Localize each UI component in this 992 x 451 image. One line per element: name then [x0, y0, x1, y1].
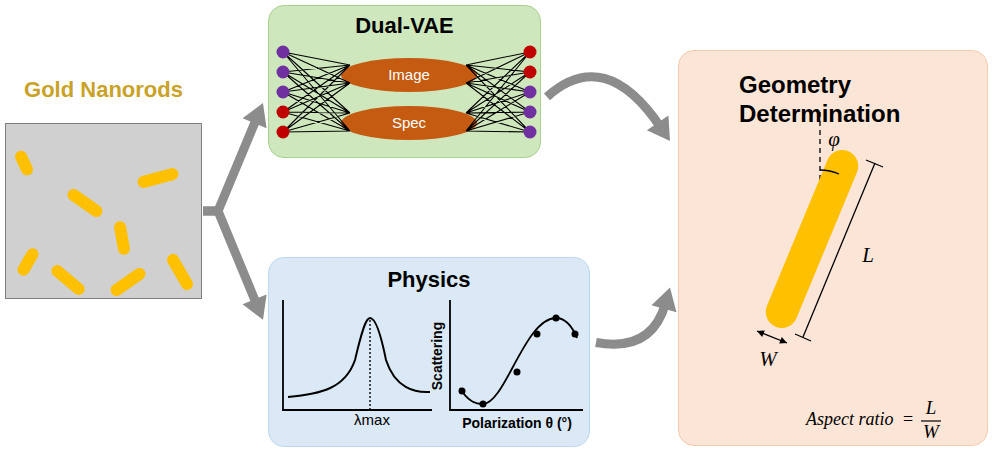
ellipse-shape: [341, 58, 477, 92]
arrow-shaft: [203, 211, 257, 304]
result-box: Geometry Determination: [678, 50, 988, 446]
formula-text: Aspect ratio: [806, 409, 894, 430]
output-neuron: [524, 66, 537, 79]
flow-arrow: [547, 77, 670, 141]
nanorod: [165, 252, 195, 293]
arrow-shaft: [547, 77, 661, 128]
data-point: [459, 388, 466, 395]
nanorod: [49, 263, 87, 298]
arrow-shaft: [596, 303, 665, 344]
axis-label: Scattering: [429, 322, 445, 390]
spectrum-axes: [283, 300, 432, 410]
arrow-head: [243, 103, 267, 128]
nanorod: [136, 167, 180, 189]
nanorod: [113, 220, 131, 256]
vertical-reference: [819, 112, 820, 205]
arrow-head: [243, 294, 267, 319]
scattering-fit: [460, 318, 577, 404]
output-neuron: [524, 46, 537, 59]
nanorod: [15, 246, 40, 278]
output-neuron: [524, 106, 537, 119]
angle-symbol: φ: [828, 127, 840, 151]
sample-box: Gold Nanorods: [5, 123, 202, 299]
input-neuron: [277, 66, 290, 79]
arrow-shaft: [203, 118, 257, 211]
axis-label: Polarization θ (°): [462, 415, 572, 431]
arrow-head: [647, 116, 670, 142]
nanorod: [65, 187, 105, 220]
ellipse-shape: [341, 106, 477, 140]
output-neuron: [524, 126, 537, 139]
flow-arrow: [203, 211, 267, 320]
dimension-tick: [795, 334, 811, 341]
node-title: Spec: [341, 106, 477, 140]
axis-label: λmax: [354, 411, 390, 428]
peak-marker: [369, 320, 370, 410]
formula-text: =: [903, 409, 913, 430]
nanorod-particles: [13, 149, 195, 299]
dimension-head: [779, 337, 787, 343]
latent-ellipse: Spec: [341, 106, 477, 140]
model-box: Dual-VAE ImageSpec: [268, 5, 541, 158]
formula-numerator: L: [926, 397, 937, 419]
dimension-label: L: [862, 243, 874, 267]
length-dimension: [803, 163, 875, 337]
spectrum-curve: [288, 318, 430, 397]
nanorod: [13, 149, 35, 178]
formula-denominator: W: [923, 421, 939, 443]
nanorod-model: [761, 145, 863, 333]
angle-arc: [820, 170, 839, 174]
width-dimension: [757, 331, 787, 343]
input-neuron: [277, 86, 290, 99]
flow-arrow: [596, 288, 676, 345]
node-title: Physics: [269, 267, 589, 293]
node-title: Gold Nanorods: [6, 77, 201, 103]
latent-ellipse: Image: [341, 58, 477, 92]
dimension-tick: [866, 160, 883, 167]
output-neuron: [524, 86, 537, 99]
flow-arrow: [203, 103, 267, 211]
data-point: [480, 401, 487, 408]
arrow-head: [651, 288, 676, 313]
node-title: Dual-VAE: [269, 13, 540, 39]
data-point: [553, 315, 560, 322]
dimension-head: [757, 331, 765, 337]
input-neuron: [277, 106, 290, 119]
input-neuron: [277, 126, 290, 139]
nanorod: [108, 266, 148, 299]
node-title: Geometry Determination: [739, 71, 929, 129]
network-links: [283, 52, 530, 132]
input-neuron: [277, 46, 290, 59]
dimension-label: W: [759, 347, 777, 371]
data-point: [572, 331, 579, 338]
data-point: [514, 369, 521, 376]
node-title: Image: [341, 58, 477, 92]
data-point: [534, 331, 541, 338]
scattering-axes: [450, 300, 583, 410]
